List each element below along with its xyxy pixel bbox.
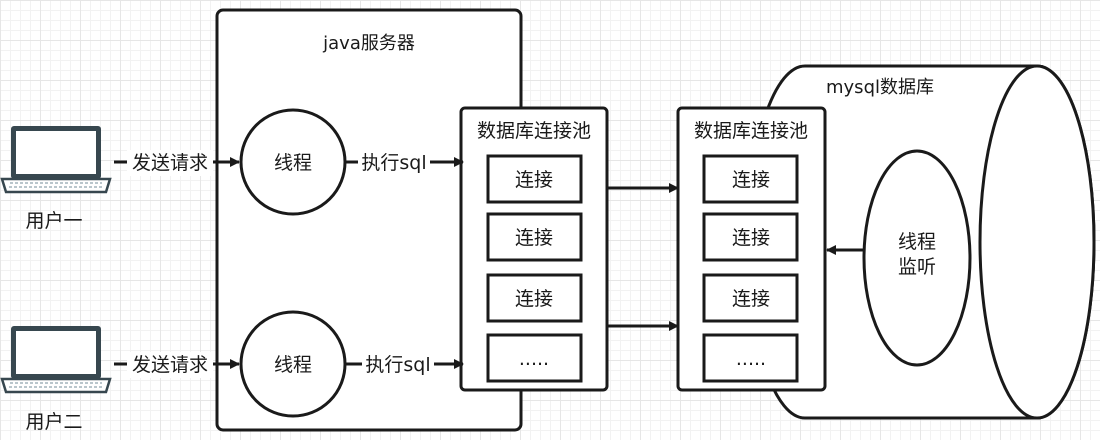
listener-thread-ellipse — [862, 149, 972, 367]
thread-1-label: 线程 — [274, 152, 312, 174]
listener-label-line2: 监听 — [898, 256, 936, 278]
exec-label-2: 执行sql — [365, 354, 430, 376]
mysql-pool-connection-more-label: ..... — [736, 348, 766, 370]
java-pool-connection-2-label: 连接 — [515, 227, 553, 249]
java-pool-connection-3 — [486, 273, 583, 323]
mysql-pool-connection-3 — [702, 273, 799, 323]
user-2-label: 用户二 — [25, 411, 82, 433]
mysql-title: mysql数据库 — [826, 77, 934, 98]
mysql-pool-connection-2-label: 连接 — [732, 227, 770, 249]
laptop-icon — [0, 326, 112, 394]
mysql-pool-connection-1-label: 连接 — [732, 169, 770, 191]
mysql-pool-connection-more — [702, 333, 799, 383]
mysql-pool-connection-1 — [702, 154, 799, 204]
mysql-pool-title: 数据库连接池 — [694, 120, 808, 142]
java-pool-title: 数据库连接池 — [477, 120, 591, 142]
java-pool-connection-1 — [486, 154, 583, 204]
mysql-pool-connection-2 — [702, 212, 799, 262]
laptop-icon — [0, 126, 112, 194]
listener-label-line1: 线程 — [898, 231, 936, 253]
request-label-2: 发送请求 — [132, 354, 208, 376]
java-pool-connection-3-label: 连接 — [515, 288, 553, 310]
request-label-1: 发送请求 — [132, 152, 208, 174]
java-pool-connection-2 — [486, 212, 583, 262]
java-pool-connection-more-label: ..... — [519, 348, 549, 370]
java-pool-connection-more — [486, 333, 583, 383]
java-server-title: java服务器 — [322, 33, 415, 54]
thread-2-label: 线程 — [274, 354, 312, 376]
java-pool-connection-1-label: 连接 — [515, 169, 553, 191]
exec-label-1: 执行sql — [361, 152, 426, 174]
user-1-label: 用户一 — [25, 210, 82, 232]
mysql-pool-connection-3-label: 连接 — [732, 288, 770, 310]
